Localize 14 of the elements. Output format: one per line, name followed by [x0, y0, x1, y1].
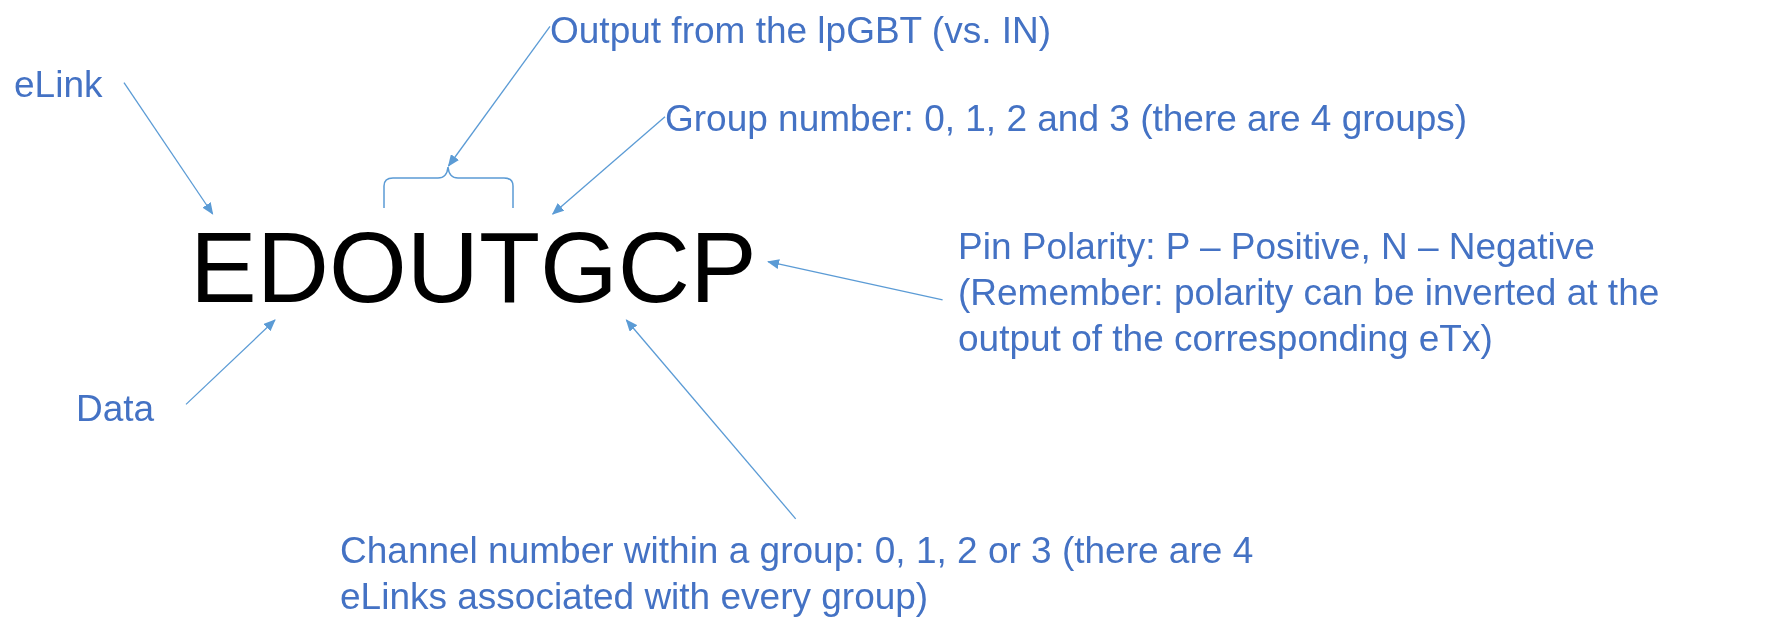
label-text: Pin Polarity: P – Positive, N – Negative (Remember: polarity can be inverted at the output of the corresponding eTx) [958, 224, 1728, 362]
label-text: Channel number within a group: 0, 1, 2 or 3 (there are 4 eLinks associated with every group) [340, 528, 1270, 620]
curly-bracket [383, 166, 514, 208]
leader-line [551, 116, 666, 215]
leader-line [185, 319, 276, 406]
label-text: Output from the lpGBT (vs. IN) [550, 8, 1190, 54]
label-text: Data [76, 386, 176, 432]
leader-line [123, 82, 214, 215]
label-text: eLink [14, 62, 124, 108]
leader-line [625, 319, 797, 520]
label-text: Group number: 0, 1, 2 and 3 (there are 4 groups) [665, 96, 1665, 142]
leader-line [447, 25, 551, 167]
pin-name: EDOUTGCP [190, 214, 757, 320]
leader-line [767, 259, 944, 301]
